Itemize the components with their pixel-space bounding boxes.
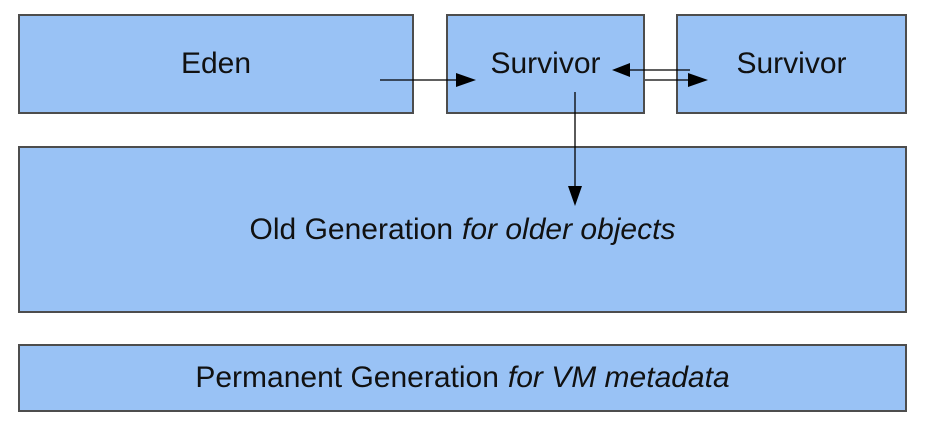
survivor-right-label: Survivor — [736, 47, 847, 80]
old-generation-box: Old Generation for older objects — [18, 146, 907, 313]
permanent-generation-qualifier: for VM metadata — [507, 361, 730, 394]
eden-box: Eden — [18, 14, 414, 114]
survivor-box-right: Survivor — [676, 14, 907, 114]
survivor-left-label: Survivor — [490, 47, 601, 80]
permanent-generation-box: Permanent Generation for VM metadata — [18, 344, 907, 412]
permanent-generation-label: Permanent Generation — [195, 361, 499, 394]
survivor-box-left: Survivor — [446, 14, 645, 114]
old-generation-qualifier: for older objects — [462, 212, 676, 246]
old-generation-label: Old Generation — [249, 212, 453, 246]
eden-label: Eden — [180, 47, 252, 80]
